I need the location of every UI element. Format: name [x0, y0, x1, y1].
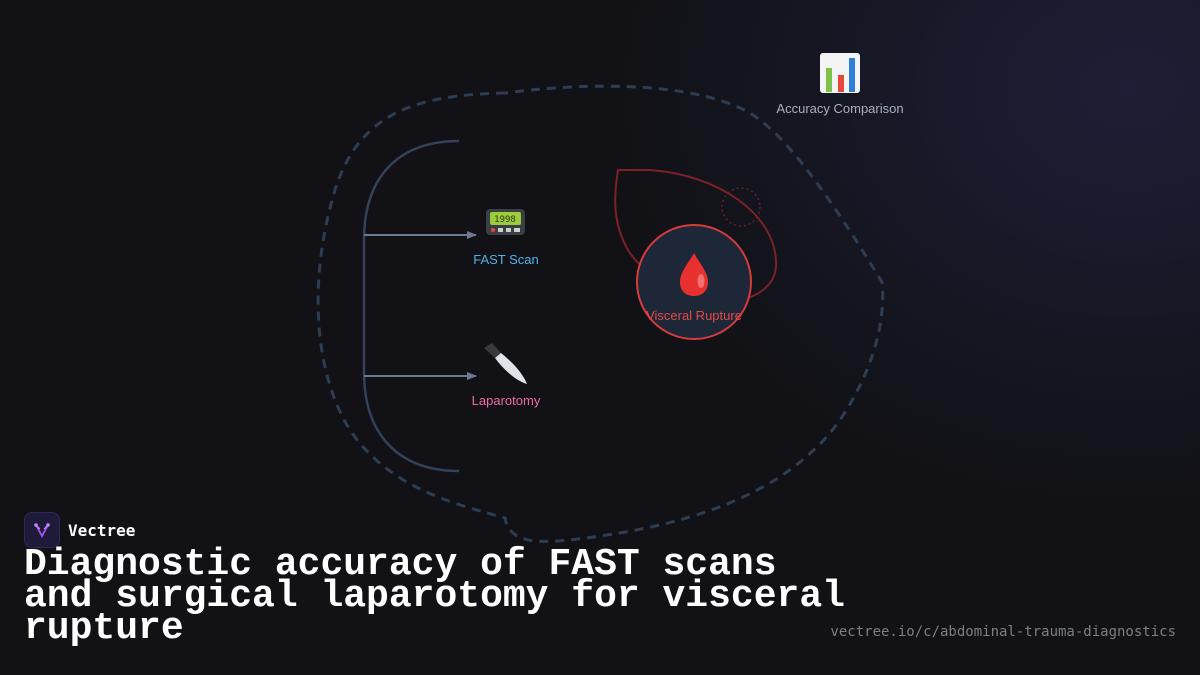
knife-icon[interactable] — [484, 343, 527, 384]
accuracy-comparison-label: Accuracy Comparison — [776, 101, 904, 116]
dashed-outline — [316, 84, 885, 543]
bracket-line — [362, 139, 460, 473]
fast-scan-label: FAST Scan — [473, 252, 539, 267]
bar-chart-icon[interactable] — [820, 53, 860, 93]
visceral-rupture-label: Visceral Rupture — [646, 308, 742, 323]
vectree-logo-icon — [24, 512, 60, 548]
svg-text:1998: 1998 — [494, 215, 516, 225]
rupture-dotted-ring — [721, 187, 761, 227]
brand-name: Vectree — [68, 520, 136, 540]
laparotomy-label: Laparotomy — [471, 393, 541, 408]
brand[interactable]: Vectree — [24, 512, 135, 548]
pager-icon[interactable]: 1998 — [486, 209, 525, 235]
source-url[interactable]: vectree.io/c/abdominal-trauma-diagnostic… — [830, 624, 1176, 640]
blood-drop-highlight — [697, 274, 705, 288]
page-title: Diagnostic accuracy of FAST scans and su… — [24, 543, 845, 650]
